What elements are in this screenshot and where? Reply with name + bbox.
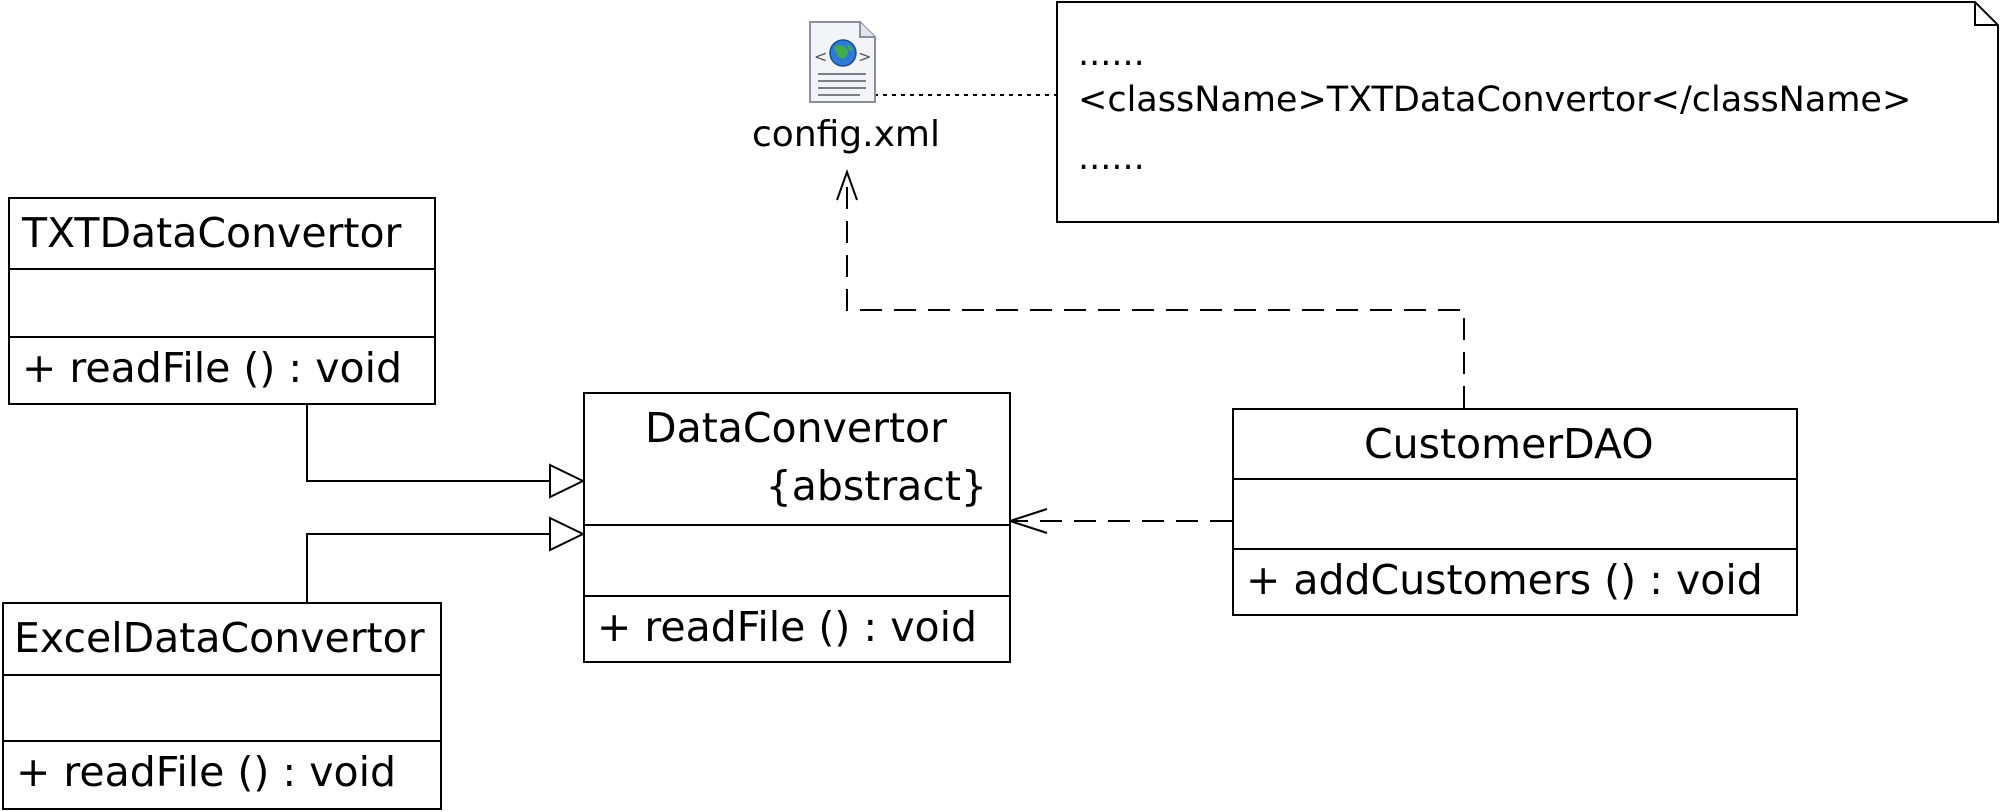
class-txtdataconvertor[interactable]: TXTDataConvertor + readFile () : void	[8, 197, 436, 405]
operation-addcustomers: + addCustomers () : void	[1246, 556, 1763, 604]
attribute-compartment	[4, 676, 440, 742]
note-box	[1056, 1, 1999, 223]
note-line-2: <className>TXTDataConvertor</className>	[1078, 80, 1912, 120]
class-exceldataconvertor[interactable]: ExcelDataConvertor + readFile () : void	[2, 602, 442, 810]
attribute-compartment	[1234, 480, 1796, 550]
operation-readfile: + readFile () : void	[22, 344, 402, 392]
generalization-line-txt	[306, 405, 550, 482]
generalization-line-excel	[306, 533, 550, 602]
operation-readfile: + readFile () : void	[597, 603, 977, 651]
svg-text:>: >	[858, 47, 871, 66]
svg-text:<: <	[814, 47, 827, 66]
class-name: TXTDataConvertor	[22, 209, 402, 257]
class-name: DataConvertor	[645, 404, 947, 452]
operation-readfile: + readFile () : void	[16, 748, 396, 796]
attribute-compartment	[10, 270, 434, 338]
generalization-arrowhead-excel	[549, 516, 586, 552]
note-line-3: ......	[1078, 138, 1145, 178]
abstract-stereotype: {abstract}	[765, 462, 987, 510]
dependency-arrowhead-config	[836, 169, 858, 201]
artifact-label: config.xml	[752, 114, 940, 155]
dependency-line-config	[846, 172, 1465, 408]
class-dataconvertor[interactable]: DataConvertor {abstract} + readFile () :…	[583, 392, 1011, 663]
note-line-1: ......	[1078, 34, 1145, 74]
xml-file-icon: < >	[809, 21, 876, 103]
class-name: ExcelDataConvertor	[14, 614, 425, 662]
attribute-compartment	[585, 526, 1009, 597]
class-customerdao[interactable]: CustomerDAO + addCustomers () : void	[1232, 408, 1798, 616]
class-name: CustomerDAO	[1364, 420, 1654, 468]
generalization-arrowhead-txt	[549, 463, 586, 499]
